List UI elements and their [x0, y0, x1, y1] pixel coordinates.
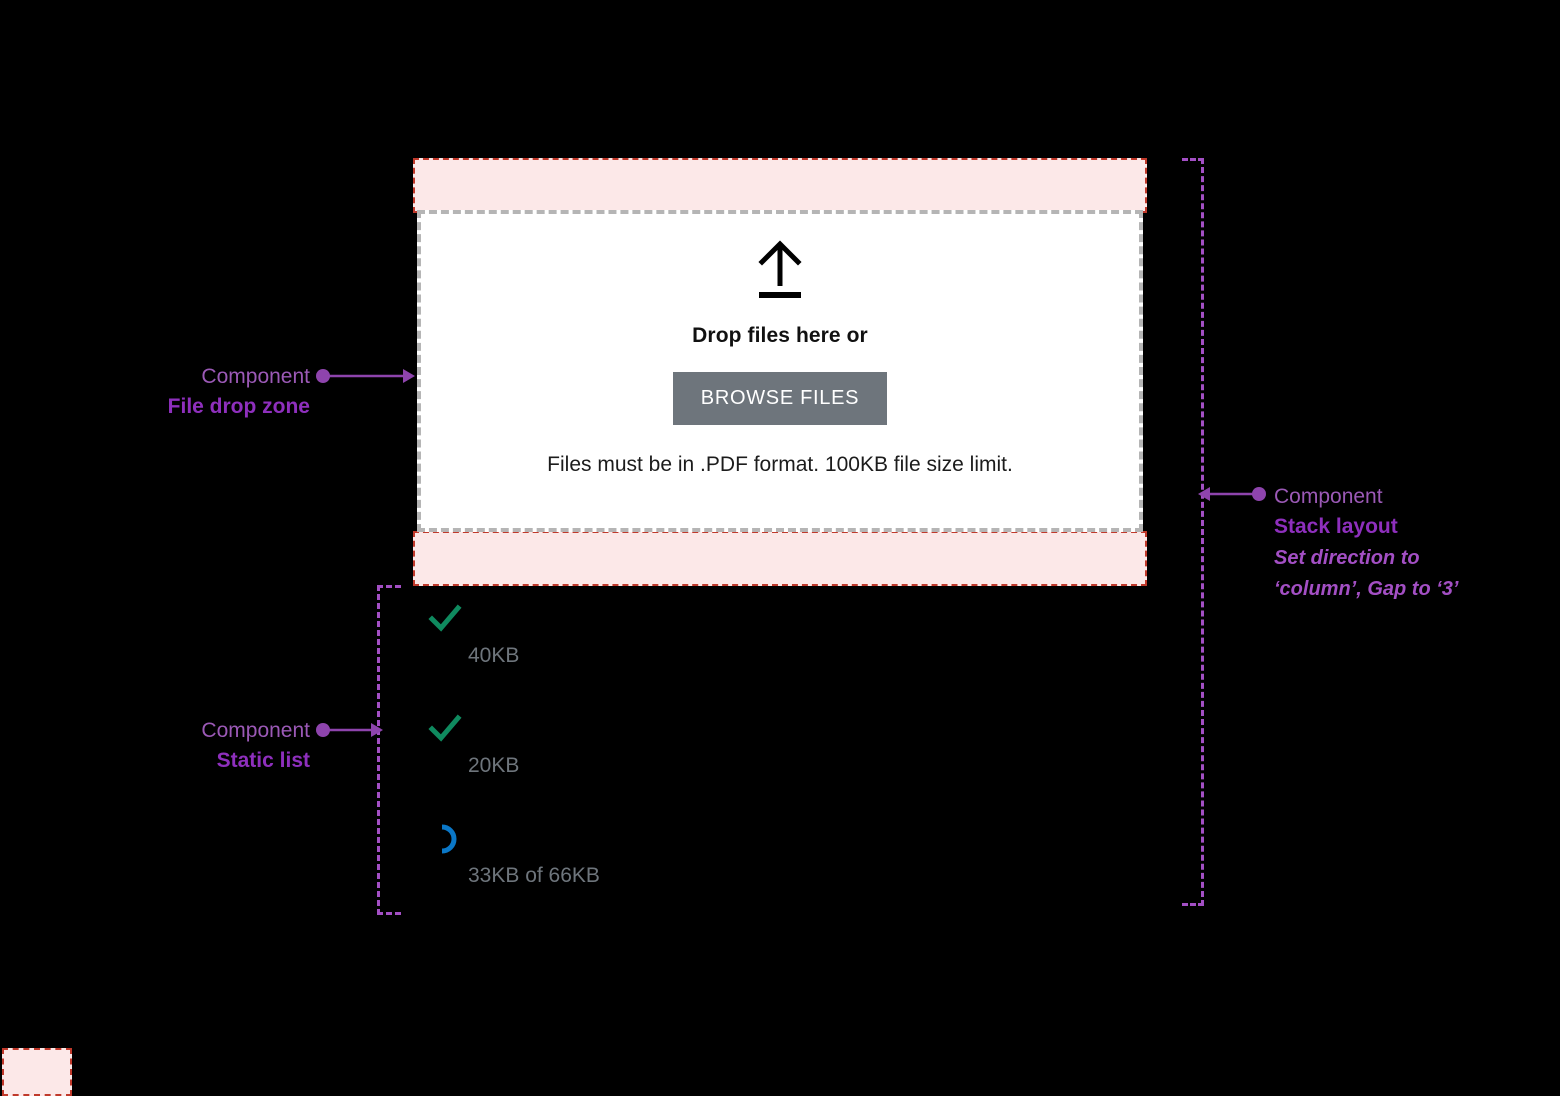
annotation-name-label: File drop zone: [167, 395, 310, 419]
drop-zone-title: Drop files here or: [692, 324, 868, 347]
annotation-file-drop-zone: Component File drop zone: [60, 362, 310, 423]
stack-layout-bounds-bracket: [1182, 158, 1204, 906]
list-item[interactable]: 33KB of 66KB: [428, 820, 1128, 930]
annotation-kind-label: Component: [201, 719, 310, 742]
annotation-connector-file-drop-zone: [316, 369, 415, 383]
file-size-label: 40KB: [468, 644, 520, 667]
spinner-icon: [441, 824, 457, 854]
list-item[interactable]: 20KB: [428, 710, 1128, 820]
annotation-connector-static-list: [316, 723, 383, 737]
static-file-list: 40KB 20KB 33KB of 66KB: [428, 600, 1128, 930]
browse-files-button[interactable]: BROWSE FILES: [672, 372, 888, 425]
annotation-connector-stack-layout: [1198, 487, 1266, 501]
stack-padding-band-top: [413, 158, 1147, 213]
annotation-name-label: Stack layout: [1274, 515, 1398, 539]
annotation-name-label: Static list: [216, 749, 310, 773]
annotation-note-line-2: ‘column’, Gap to ‘3’: [1274, 577, 1459, 600]
check-icon: [428, 714, 462, 742]
padding-legend-swatch: [2, 1048, 72, 1096]
list-item[interactable]: 40KB: [428, 600, 1128, 710]
annotation-note-line-1: Set direction to: [1274, 546, 1420, 569]
stack-padding-band-bottom: [413, 531, 1147, 586]
annotation-kind-label: Component: [1274, 485, 1383, 508]
annotation-static-list: Component Static list: [60, 716, 310, 777]
annotation-kind-label: Component: [201, 365, 310, 388]
drop-zone-help-text: Files must be in .PDF format. 100KB file…: [547, 453, 1013, 476]
annotation-stack-layout: Component Stack layout Set direction to …: [1274, 482, 1544, 605]
file-drop-zone[interactable]: Drop files here or BROWSE FILES Files mu…: [417, 210, 1143, 532]
file-size-label: 20KB: [468, 754, 520, 777]
upload-arrow-icon: [758, 240, 802, 298]
check-icon: [428, 604, 462, 632]
static-list-bounds-bracket: [377, 585, 401, 915]
file-progress-label: 33KB of 66KB: [468, 864, 600, 887]
